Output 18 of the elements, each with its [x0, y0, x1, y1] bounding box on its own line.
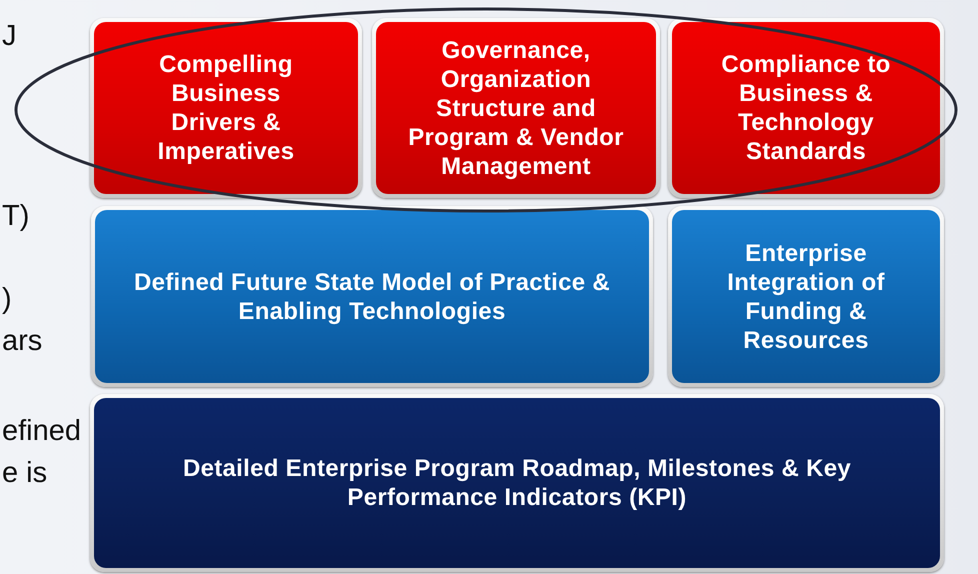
block-panel: [94, 398, 940, 568]
block-text: Governance, Organization Structure and Program & Vendor Management: [407, 36, 625, 180]
block-text: Compliance to Business & Technology Standards: [720, 50, 892, 166]
block-panel: [95, 210, 649, 383]
cropped-text: ars: [2, 325, 42, 358]
block-text: Enterprise Integration of Funding & Resources: [726, 238, 886, 354]
block-panel: [672, 22, 940, 194]
block-panel: [94, 22, 358, 194]
cropped-text: J: [2, 20, 16, 53]
block-text: Detailed Enterprise Program Roadmap, Milestones & Key Performance Indicators (KPI): [182, 454, 852, 512]
cropped-text: e is: [2, 457, 48, 490]
cropped-text: efined: [2, 415, 82, 448]
block-text: Defined Future State Model of Practice & Enabling Technologies: [132, 268, 612, 326]
block-text: Compelling Business Drivers & Imperatives: [156, 50, 296, 166]
block-panel: [376, 22, 656, 194]
block-panel: [672, 210, 940, 383]
cropped-text: T): [2, 200, 30, 233]
cropped-text: ): [2, 283, 12, 316]
